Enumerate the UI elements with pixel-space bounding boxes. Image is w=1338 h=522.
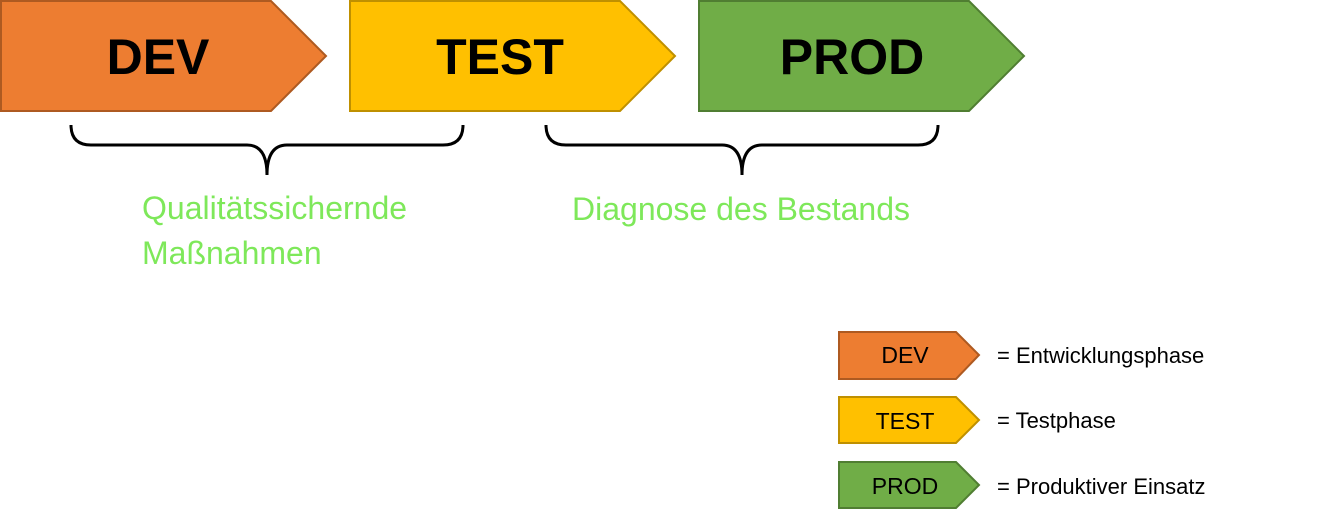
legend-swatch-dev-label: DEV (881, 342, 929, 368)
legend-swatch-test (838, 396, 981, 444)
phase-arrow-dev-label: DEV (107, 29, 210, 85)
group-label-quality-line2: Maßnahmen (142, 235, 322, 271)
group-label-quality-line1: Qualitätssichernde (142, 190, 407, 226)
phase-arrow-dev: DEV (0, 0, 328, 112)
legend-swatch-test-label: TEST (876, 408, 935, 434)
phase-arrow-prod-label: PROD (780, 29, 924, 85)
brace-quality (69, 124, 465, 176)
legend-desc-prod: = Produktiver Einsatz (997, 474, 1205, 499)
legend-desc-dev: = Entwicklungsphase (997, 343, 1204, 368)
legend-item-dev: DEV = Entwicklungsphase (838, 331, 1204, 380)
phase-arrow-test-label: TEST (436, 29, 564, 85)
legend-desc-test: = Testphase (997, 408, 1116, 433)
phase-arrow-test-shape (349, 0, 677, 112)
phase-arrow-dev-shape (0, 0, 328, 112)
phase-arrow-prod: PROD (698, 0, 1026, 112)
legend-swatch-prod-label: PROD (872, 473, 938, 499)
phase-arrow-test: TEST (349, 0, 677, 112)
group-label-diagnosis: Diagnose des Bestands (572, 191, 910, 227)
legend-swatch-dev (838, 331, 981, 380)
phase-arrow-prod-shape (698, 0, 1026, 112)
legend-item-prod: PROD = Produktiver Einsatz (838, 461, 1205, 509)
brace-diagnosis (544, 124, 940, 176)
legend: DEV = Entwicklungsphase TEST = Testphase… (838, 331, 1205, 509)
legend-swatch-prod (838, 461, 981, 509)
legend-item-test: TEST = Testphase (838, 396, 1116, 444)
